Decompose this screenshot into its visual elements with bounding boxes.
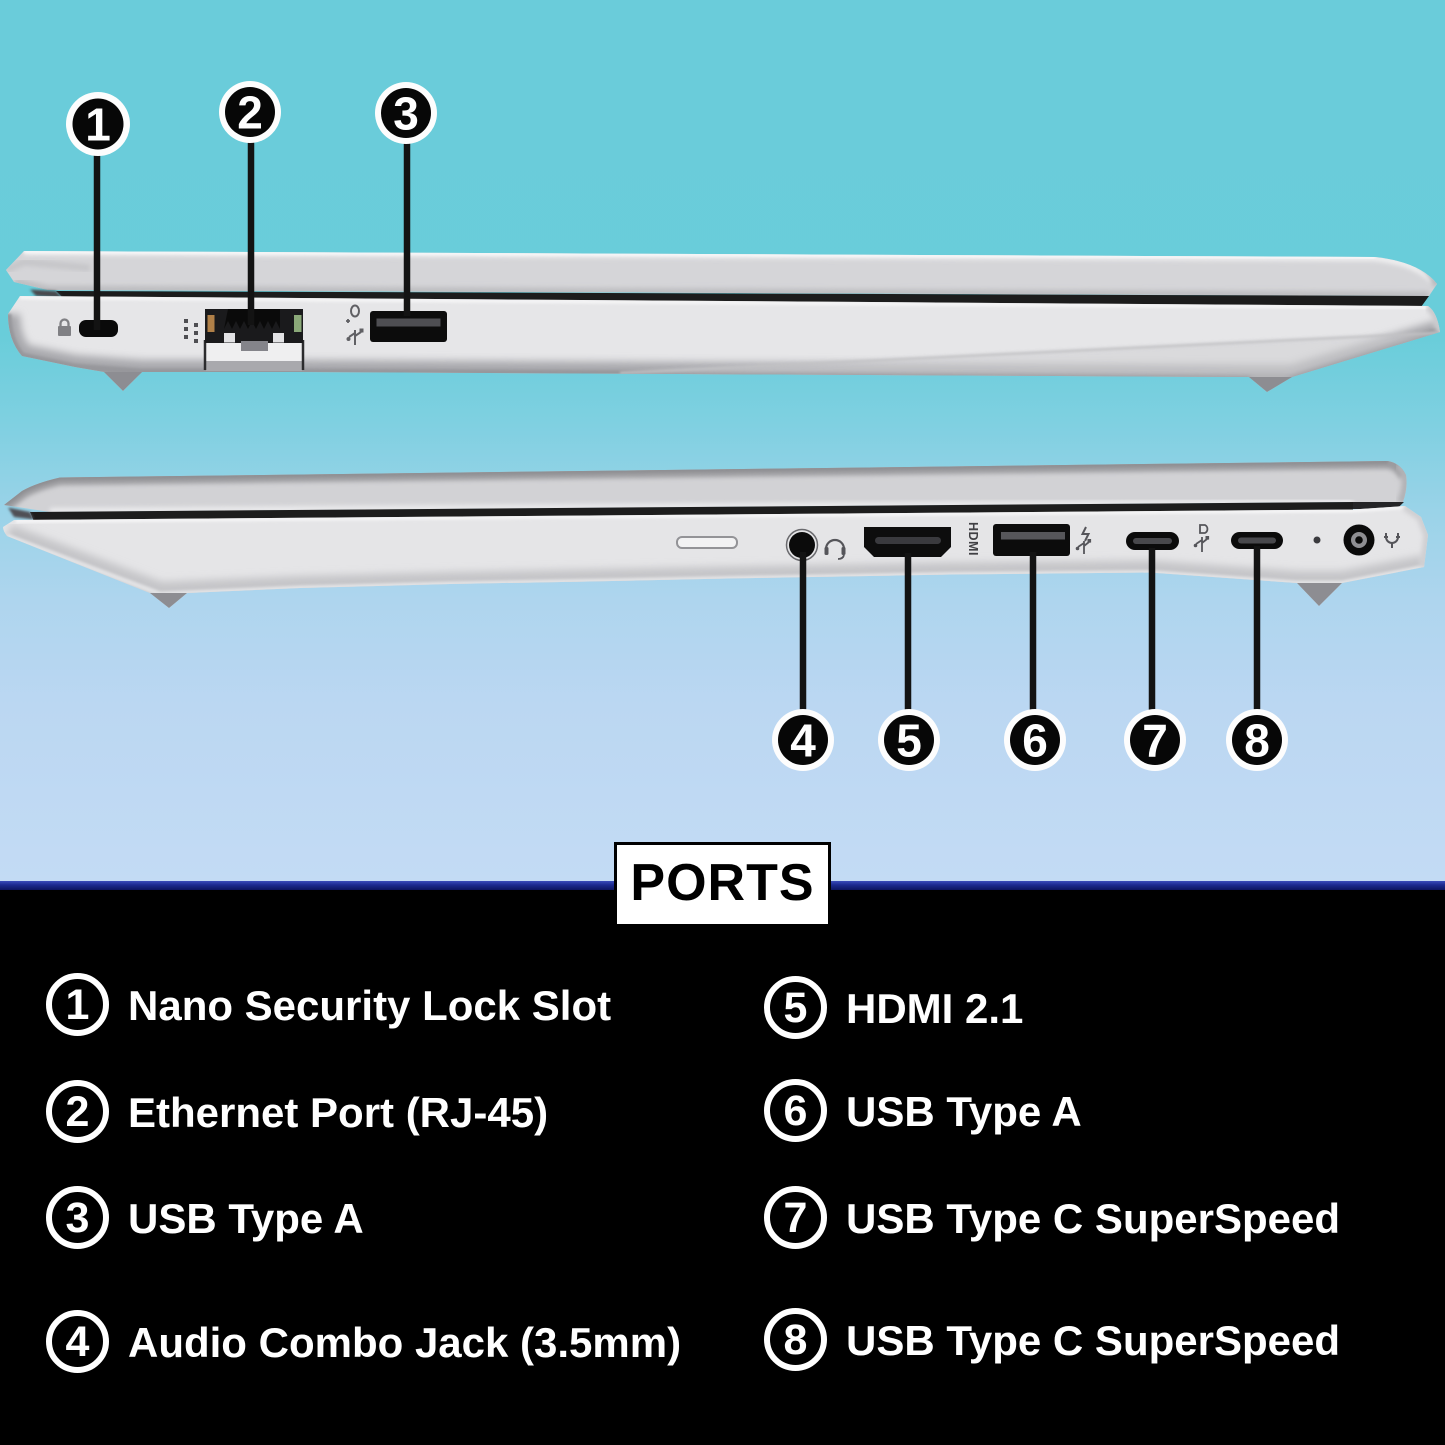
svg-text:4: 4	[790, 715, 816, 767]
svg-text:8: 8	[1244, 715, 1270, 767]
svg-text:3: 3	[393, 88, 419, 140]
svg-text:HDMI: HDMI	[966, 522, 980, 556]
svg-text:6: 6	[1022, 715, 1048, 767]
svg-text:2: 2	[237, 87, 263, 139]
svg-text:7: 7	[1142, 715, 1168, 767]
svg-text:5: 5	[896, 715, 922, 767]
svg-text:1: 1	[85, 99, 111, 151]
